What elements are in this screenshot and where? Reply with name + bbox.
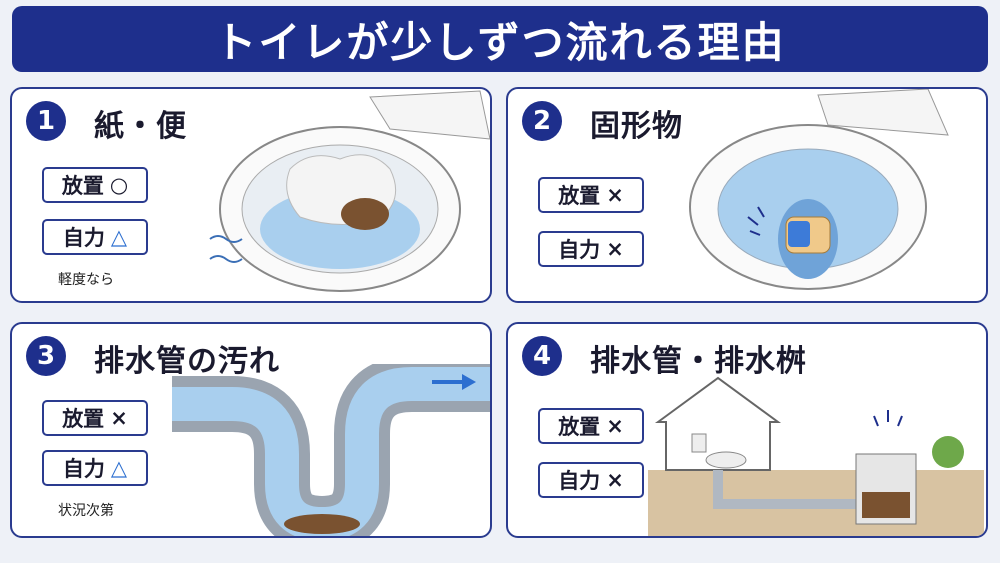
tag-diy: 自力× — [538, 231, 644, 267]
panel-title: 排水管の汚れ — [94, 344, 280, 379]
panel-solid-object: 2 固形物 放置× 自力× — [506, 87, 988, 303]
tag-diy: 自力△ — [42, 450, 148, 486]
panel-title: 固形物 — [590, 109, 683, 144]
number-badge: 3 — [26, 336, 66, 376]
number-badge: 4 — [522, 336, 562, 376]
tag-leave: 放置○ — [42, 167, 148, 203]
tag-leave: 放置× — [538, 177, 644, 213]
panel-title: 排水管・排水桝 — [590, 344, 807, 379]
panel-note: 軽度なら — [58, 272, 114, 288]
pipe-dirt-icon — [172, 364, 490, 536]
tag-diy: 自力△ — [42, 219, 148, 255]
toilet-clog-icon — [209, 90, 490, 292]
panel-paper-stool: 1 紙・便 放置○ 自力△ 軽度なら — [10, 87, 492, 303]
panel-pipe-dirt: 3 排水管の汚れ 放置× 自力△ 状況次第 — [10, 322, 492, 538]
toilet-object-icon — [689, 89, 949, 290]
number-badge: 1 — [26, 101, 66, 141]
tag-leave: 放置× — [42, 400, 148, 436]
panel-title: 紙・便 — [94, 109, 187, 144]
title-banner: トイレが少しずつ流れる理由 — [12, 6, 988, 72]
tag-leave: 放置× — [538, 408, 644, 444]
page-title: トイレが少しずつ流れる理由 — [214, 17, 786, 67]
panel-note: 状況次第 — [58, 503, 114, 519]
number-badge: 2 — [522, 101, 562, 141]
panel-pipe-catch-basin: 4 排水管・排水桝 放置× 自力× — [506, 322, 988, 538]
tag-diy: 自力× — [538, 462, 644, 498]
house-drain-icon — [648, 376, 984, 536]
